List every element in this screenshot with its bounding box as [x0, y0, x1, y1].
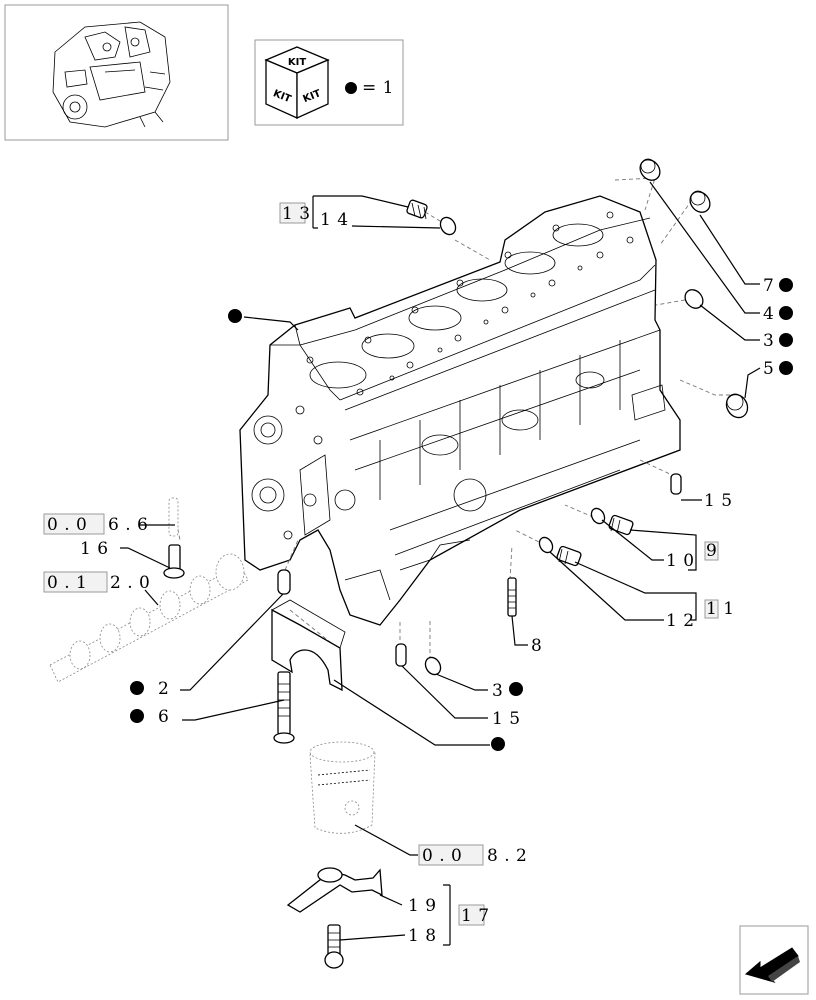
banjo-screw-18[interactable]: [324, 924, 344, 969]
dowel-pin-15b[interactable]: [395, 643, 407, 667]
callout-13[interactable]: 1 3: [282, 204, 311, 224]
callout-16[interactable]: 1 6: [80, 539, 109, 559]
kit-equals-text: = 1: [362, 78, 394, 98]
threaded-plug-13[interactable]: [406, 199, 428, 220]
ref-0120-tail[interactable]: 2 . 0: [110, 573, 150, 593]
cup-plug-4[interactable]: [636, 156, 664, 184]
kit-cube-icon: KIT KIT KIT: [264, 46, 330, 120]
dowel-pin-2[interactable]: [277, 569, 291, 595]
ref-006-tail[interactable]: 6 . 6: [108, 515, 148, 535]
engine-block[interactable]: [239, 195, 681, 626]
kit-bullet-4: [779, 306, 793, 320]
bullets: [130, 278, 793, 751]
callout-19[interactable]: 1 9: [408, 896, 437, 916]
callout-11[interactable]: 1 1: [706, 599, 735, 619]
callout-3b[interactable]: 3: [492, 681, 503, 701]
kit-bullet-6: [130, 709, 144, 723]
callout-7[interactable]: 7: [763, 276, 774, 296]
ref-box-0120: [43, 571, 108, 593]
seal-ring-12[interactable]: [537, 535, 555, 555]
callout-8[interactable]: 8: [531, 636, 542, 656]
ref-box-0082: [418, 844, 484, 866]
callout-5[interactable]: 5: [763, 359, 774, 379]
seal-ring-10[interactable]: [589, 506, 607, 526]
cup-plug-5[interactable]: [722, 391, 751, 422]
cup-plug-7[interactable]: [686, 188, 714, 216]
bolt-16[interactable]: [163, 544, 185, 579]
cup-plug-14[interactable]: [437, 215, 458, 238]
piston-cooling-nozzle-19[interactable]: [286, 867, 383, 913]
cup-plug-3b[interactable]: [422, 655, 443, 678]
ref-box-13: [279, 202, 306, 224]
main-bearing-cap[interactable]: [271, 599, 346, 692]
leader-lines: [120, 181, 761, 946]
dowel-pin-15a[interactable]: [670, 473, 682, 495]
callout-labels: 1 3 1 4 7 4 3 5 1 5 1 0 9 1 2 1 1 8 3 1 …: [47, 204, 774, 946]
bullet-icon: [345, 82, 357, 94]
ghost-piston: [309, 741, 376, 834]
cap-screw-6[interactable]: [273, 671, 295, 744]
kit-bullet-3a: [779, 333, 793, 347]
callout-6[interactable]: 6: [158, 707, 169, 727]
callout-2[interactable]: 2: [158, 679, 169, 699]
ref-0120[interactable]: 0 . 1: [47, 573, 87, 593]
bolt-8[interactable]: [507, 577, 517, 617]
callout-18[interactable]: 1 8: [408, 926, 437, 946]
threaded-plug-9[interactable]: [608, 514, 634, 536]
ref-box-17: [458, 904, 485, 926]
callout-14[interactable]: 1 4: [320, 210, 349, 230]
ghost-pin: [168, 497, 179, 537]
callout-9[interactable]: 9: [706, 541, 717, 561]
previous-page-arrow-icon[interactable]: [739, 925, 809, 995]
cup-plug-3a[interactable]: [681, 286, 706, 312]
ref-box-9: [704, 541, 719, 561]
callout-4[interactable]: 4: [763, 304, 774, 324]
callout-10[interactable]: 1 0: [666, 551, 695, 571]
kit-bullet-7: [779, 278, 793, 292]
ref-006[interactable]: 0 . 0: [47, 515, 87, 535]
ref-0082[interactable]: 0 . 0: [422, 846, 462, 866]
engine-thumbnail[interactable]: [4, 4, 229, 141]
kit-bullet-3b: [509, 682, 523, 696]
ref-0082-tail[interactable]: 8 . 2: [487, 846, 527, 866]
ref-box-11: [704, 599, 719, 619]
callout-15b[interactable]: 1 5: [492, 709, 521, 729]
bearing-cap-kit-bullet: [491, 737, 505, 751]
callout-15a[interactable]: 1 5: [704, 491, 733, 511]
callout-17[interactable]: 1 7: [461, 906, 490, 926]
threaded-plug-11[interactable]: [556, 545, 582, 567]
kit-bullet-5: [779, 361, 793, 375]
block-kit-bullet: [228, 309, 242, 323]
kit-bullet-2: [130, 681, 144, 695]
ref-box-006: [43, 513, 105, 535]
kit-label-top: KIT: [288, 57, 306, 68]
callout-3a[interactable]: 3: [763, 331, 774, 351]
ghost-camshaft: [49, 553, 249, 683]
kit-legend: KIT KIT KIT = 1: [254, 39, 404, 126]
callout-12[interactable]: 1 2: [666, 611, 695, 631]
